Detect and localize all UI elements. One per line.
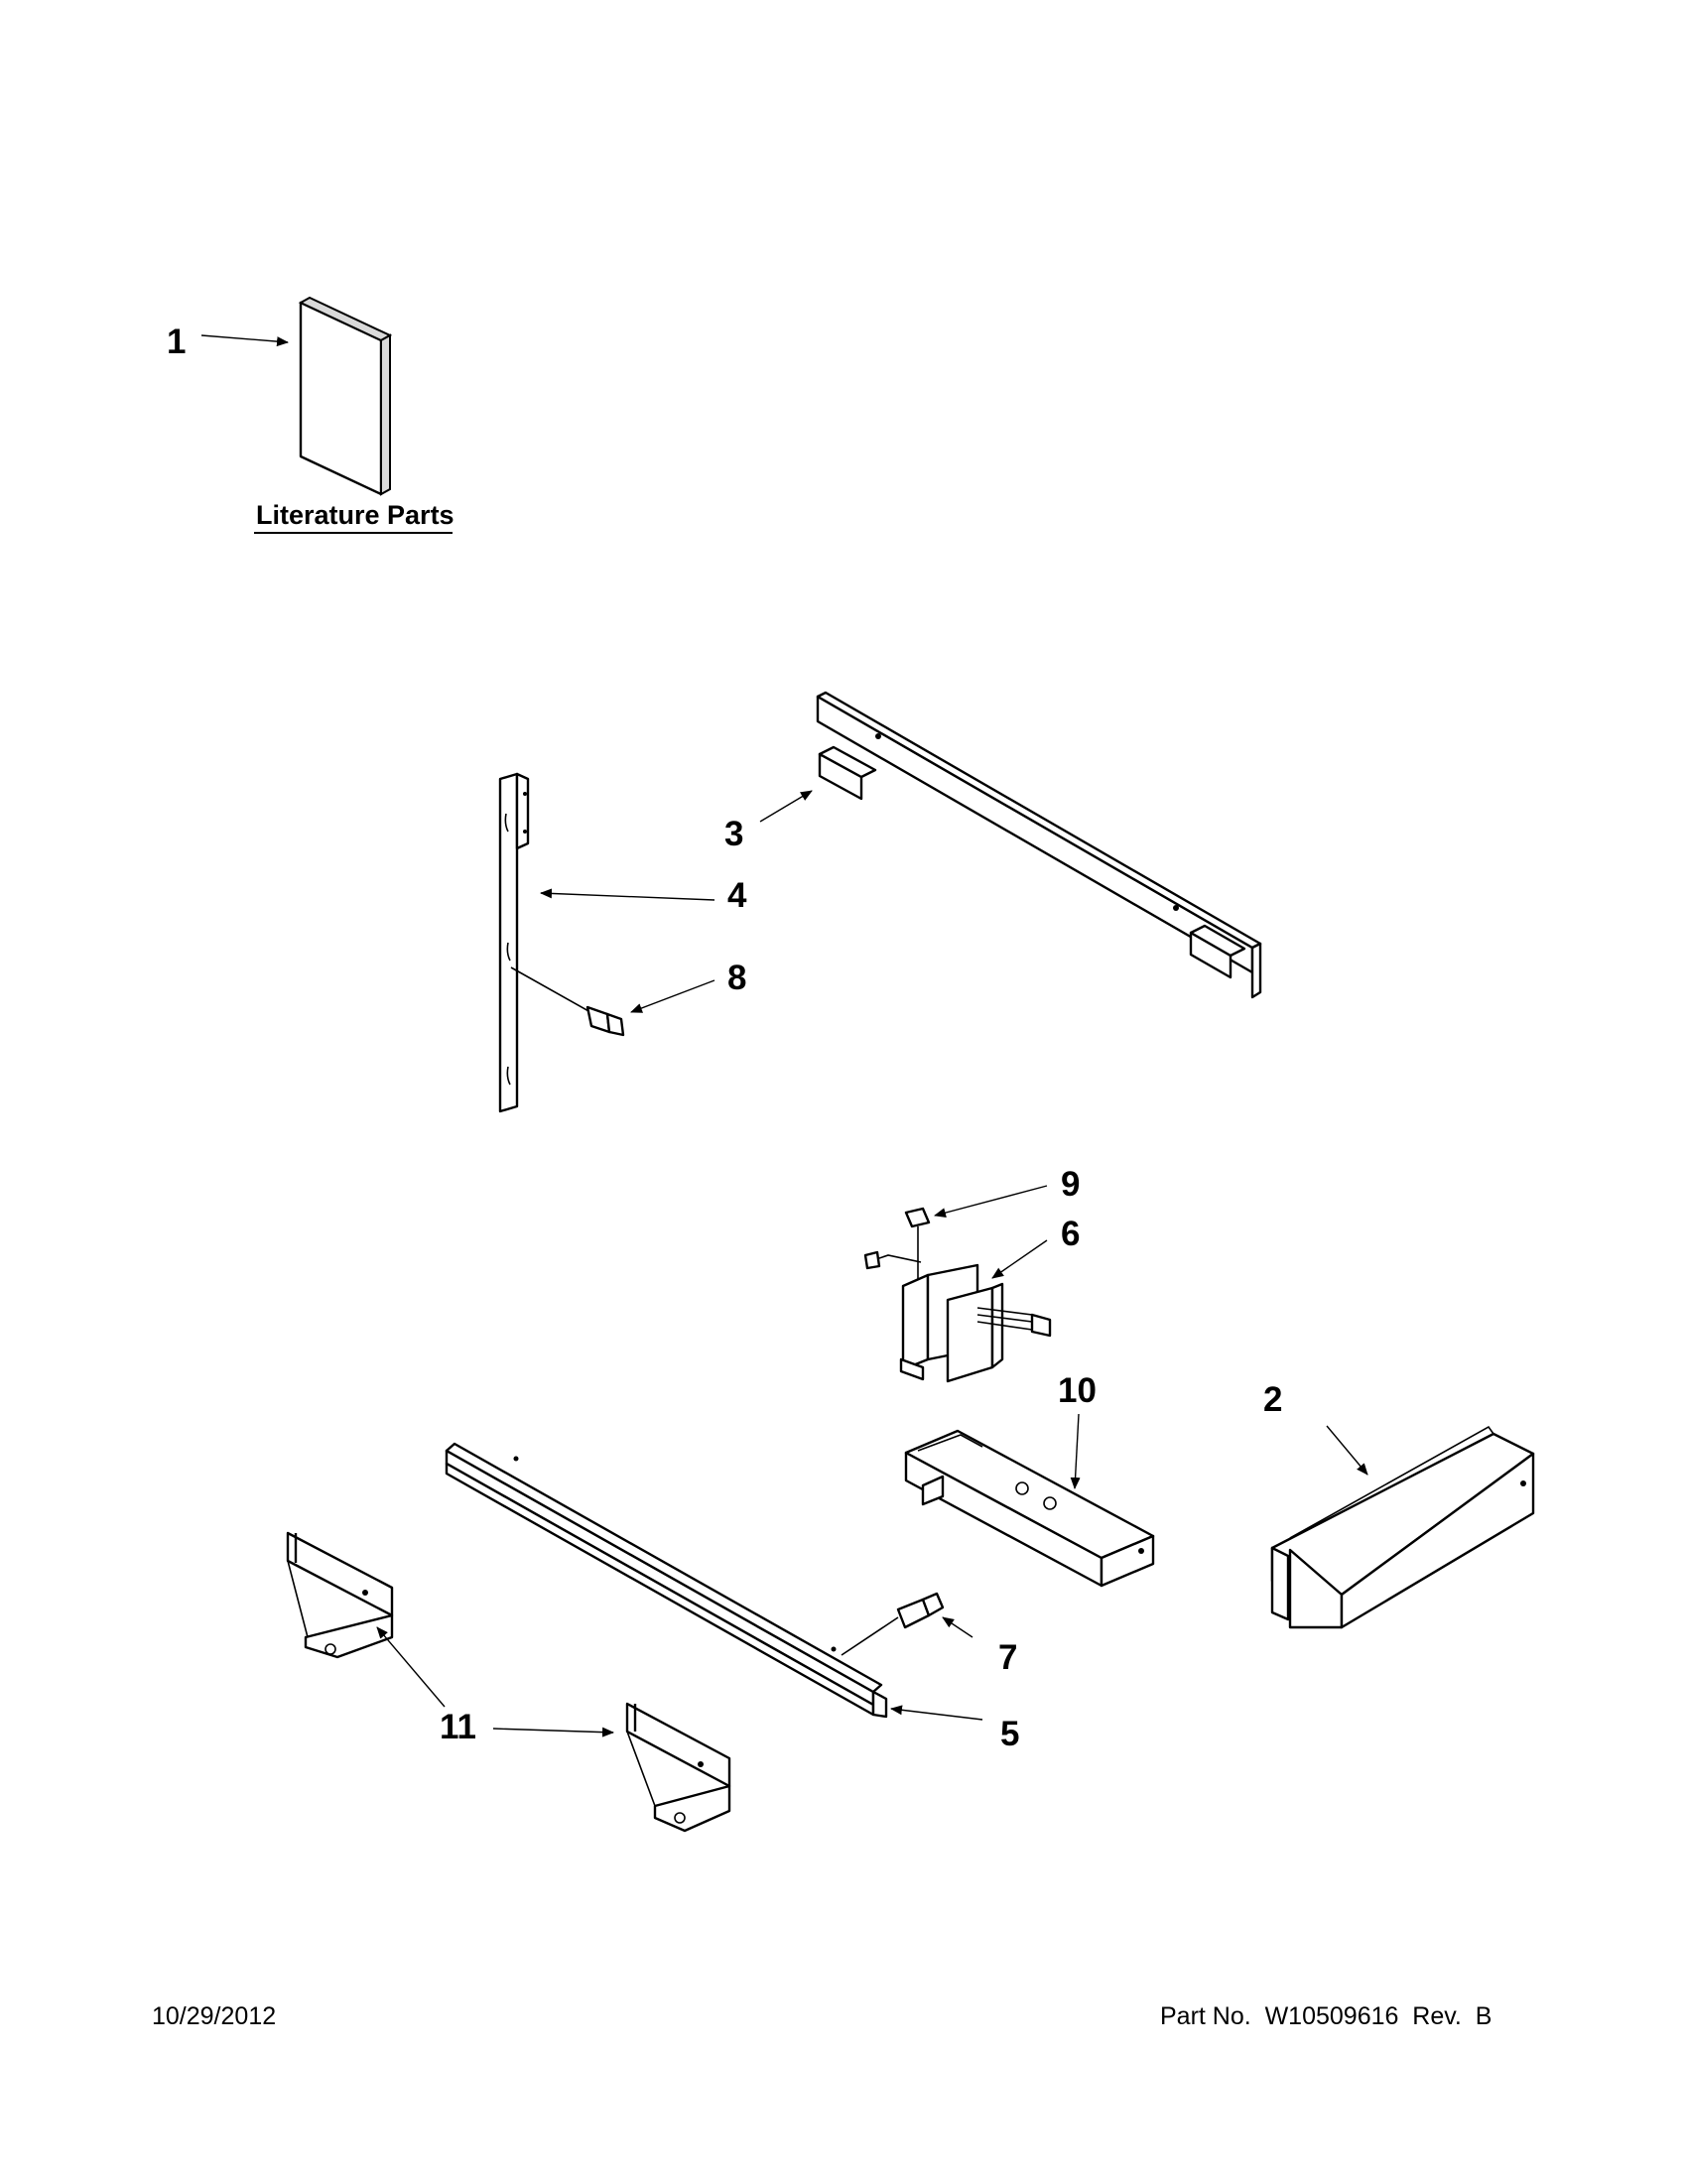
transformer bbox=[863, 1250, 1052, 1383]
side-trim-strip bbox=[498, 772, 530, 1113]
literature-parts-label: Literature Parts bbox=[256, 500, 454, 530]
callout-4: 4 bbox=[727, 876, 747, 915]
callout-6: 6 bbox=[1061, 1215, 1080, 1253]
callout-1: 1 bbox=[167, 322, 186, 361]
callout-5: 5 bbox=[1000, 1715, 1019, 1753]
strip-screw bbox=[510, 966, 625, 1037]
footer-part-number: Part No. W10509616 Rev. B bbox=[1160, 2002, 1492, 2030]
callout-10: 10 bbox=[1058, 1371, 1097, 1410]
callout-7: 7 bbox=[998, 1638, 1017, 1677]
literature-booklet bbox=[298, 296, 393, 496]
callout-11: 11 bbox=[440, 1708, 476, 1746]
bottom-rail bbox=[445, 1442, 888, 1719]
rail-screw bbox=[841, 1592, 945, 1656]
control-bracket bbox=[904, 1429, 1155, 1588]
callout-9: 9 bbox=[1061, 1165, 1080, 1204]
angle-bracket-right bbox=[625, 1702, 731, 1833]
top-rail bbox=[816, 691, 1262, 999]
leader-lines bbox=[200, 334, 1368, 1737]
callout-3: 3 bbox=[724, 815, 743, 853]
angle-bracket-left bbox=[286, 1531, 394, 1659]
callout-numbers: 1 2 3 4 5 6 7 8 9 10 11 bbox=[167, 322, 1282, 1753]
callout-8: 8 bbox=[727, 959, 746, 997]
footer-date: 10/29/2012 bbox=[152, 2002, 277, 2030]
junction-box-cover bbox=[1270, 1425, 1535, 1629]
callout-2: 2 bbox=[1263, 1380, 1282, 1419]
